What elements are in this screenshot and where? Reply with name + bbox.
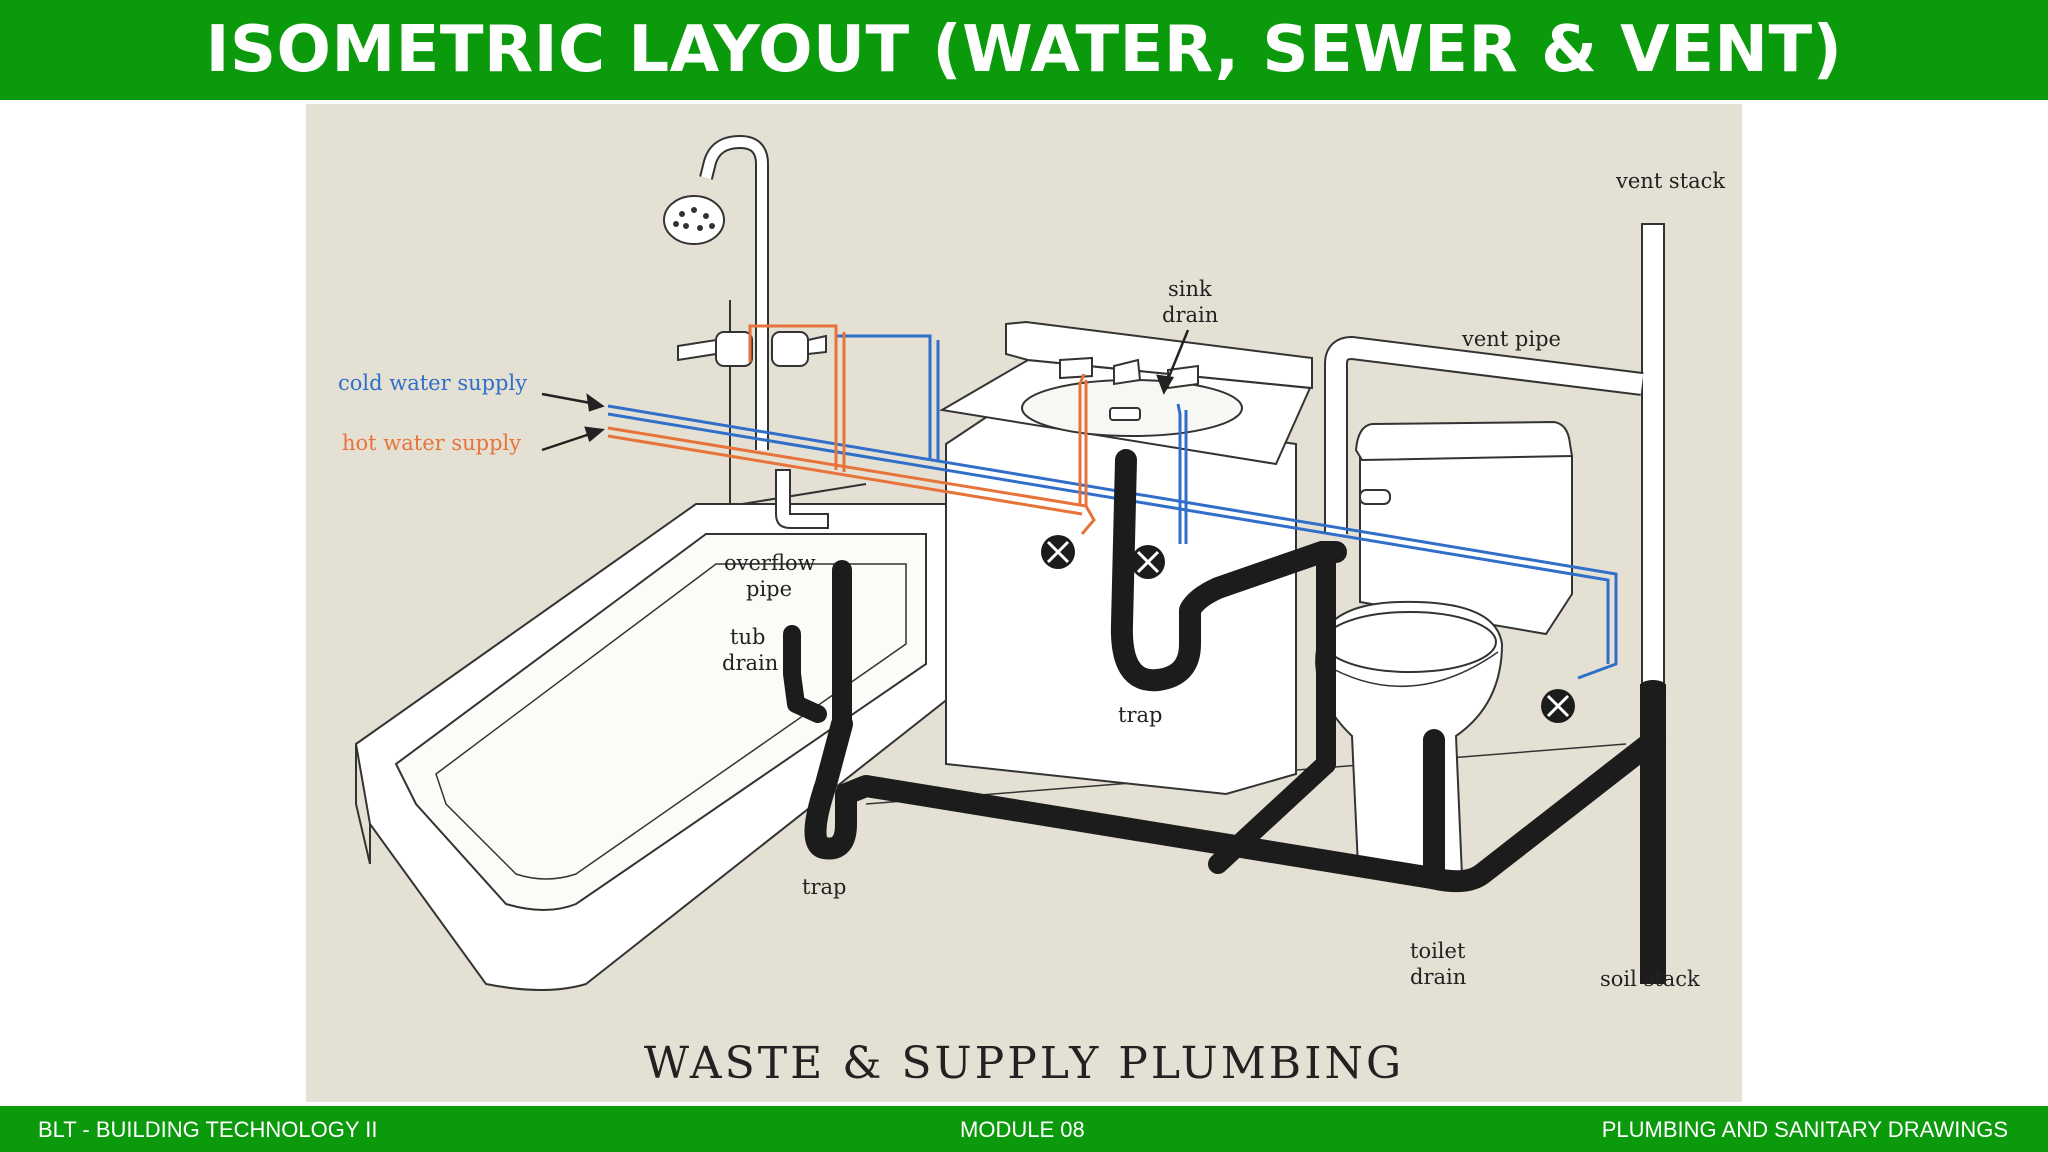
toilet [1314, 420, 1574, 878]
hot-water-supply-label: hot water supply [342, 431, 521, 455]
toilet-drain-label-line2: drain [1410, 965, 1466, 989]
title-banner: ISOMETRIC LAYOUT (WATER, SEWER & VENT) [0, 0, 2048, 100]
footer-bar: BLT - BUILDING TECHNOLOGY II MODULE 08 P… [0, 1106, 2048, 1152]
sink-trap-label: trap [1118, 703, 1162, 727]
label-arrow [541, 329, 1190, 452]
sink-drain-label-line1: sink [1168, 277, 1212, 301]
diagram-caption: WASTE & SUPPLY PLUMBING [644, 1038, 1404, 1089]
course-name: BLT - BUILDING TECHNOLOGY II [38, 1117, 378, 1142]
overflow-pipe-label-line2: pipe [746, 577, 792, 601]
tub-trap-label: trap [802, 875, 846, 899]
wall-base-line [729, 483, 867, 507]
plumbing-illustration: cold water supply hot water supply sink … [338, 134, 1725, 1089]
drain-pipes [783, 449, 1665, 893]
vent-stack-label: vent stack [1615, 169, 1725, 193]
soil-stack-label: soil stack [1600, 967, 1700, 991]
valve-icon [1041, 535, 1075, 569]
valve-icon [1541, 689, 1575, 723]
hot-water-line [607, 324, 1096, 535]
tub-drain-label-line2: drain [722, 651, 778, 675]
soil-stack [1640, 680, 1666, 984]
bathtub [354, 503, 956, 991]
toilet-drain-label-line1: toilet [1410, 939, 1466, 963]
vent-pipe-label: vent pipe [1461, 327, 1561, 351]
tub-drain-label-line1: tub [730, 625, 765, 649]
tub-spout [775, 469, 829, 529]
shower [663, 134, 769, 450]
plumbing-diagram: cold water supply hot water supply sink … [306, 104, 1742, 1102]
valve-icon [1131, 545, 1165, 579]
sink-drain-label-line2: drain [1162, 303, 1218, 327]
shower-head-icon [663, 195, 725, 245]
overflow-pipe-label-line1: overflow [724, 551, 816, 575]
vent-pipe [1324, 335, 1644, 534]
page-title: ISOMETRIC LAYOUT (WATER, SEWER & VENT) [205, 13, 1843, 87]
topic-title: PLUMBING AND SANITARY DRAWINGS [1601, 1117, 2008, 1142]
shower-valves [677, 331, 827, 367]
module-number: MODULE 08 [960, 1117, 1085, 1142]
cold-water-supply-label: cold water supply [338, 371, 527, 395]
